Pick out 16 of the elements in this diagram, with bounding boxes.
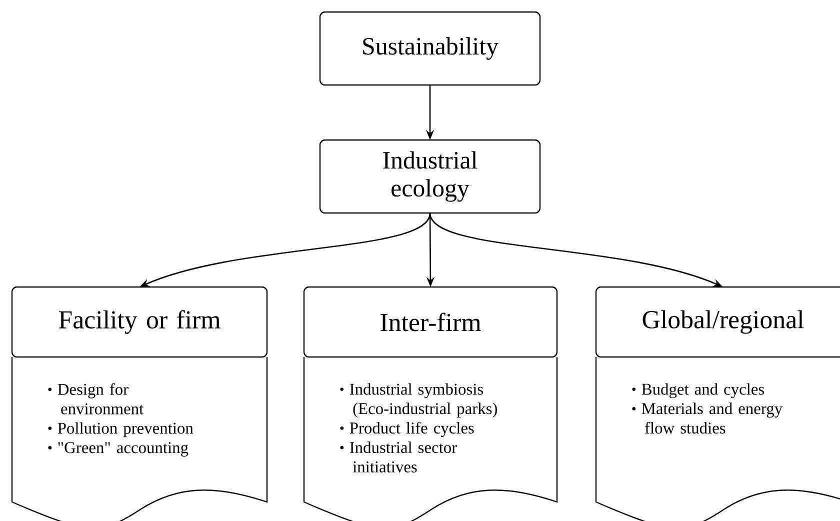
heading-box: Facility or firm bbox=[11, 286, 268, 358]
heading-box: Global/regional bbox=[595, 286, 840, 358]
bullet-item: Industrial sector initiatives bbox=[340, 441, 457, 472]
bullet-item: "Green" accounting bbox=[48, 442, 188, 457]
concept-box: Sustainability bbox=[319, 11, 541, 86]
bullet-list-card bbox=[595, 357, 840, 521]
bullet-item: Industrial symbiosis (Eco-industrial parks) bbox=[340, 383, 497, 418]
bullet-item: Design for environment bbox=[48, 383, 144, 414]
bullet-list-card bbox=[303, 357, 558, 521]
bullet-item: Materials and energy flow studies bbox=[632, 402, 782, 434]
bullet-item: Product life cycles bbox=[340, 422, 474, 437]
concept-box: Industrial ecology bbox=[319, 139, 541, 214]
bullet-item: Pollution prevention bbox=[48, 422, 194, 438]
bullet-list-card bbox=[11, 357, 268, 521]
heading-box: Inter-firm bbox=[303, 286, 558, 358]
bullet-item: Budget and cycles bbox=[632, 383, 764, 398]
